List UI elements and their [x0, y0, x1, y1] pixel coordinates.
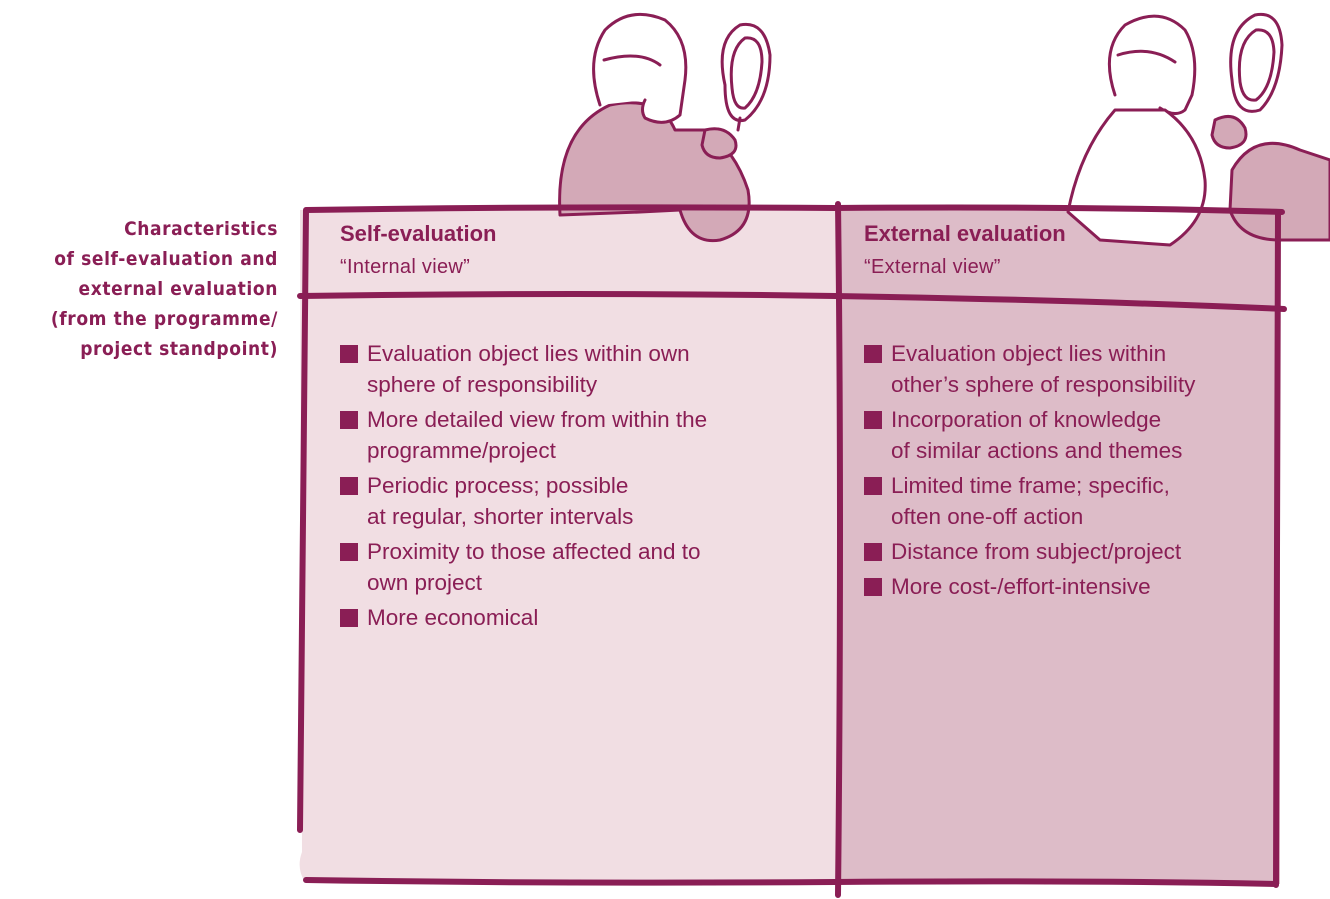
square-bullet-icon — [864, 578, 882, 596]
self-evaluation-header: Self-evaluation “Internal view” — [340, 219, 496, 282]
item-line: at regular, shorter intervals — [367, 504, 634, 529]
square-bullet-icon — [864, 345, 882, 363]
item-line: Limited time frame; specific, — [891, 473, 1170, 498]
item-line: other’s sphere of responsibility — [891, 372, 1196, 397]
external-evaluation-list: Evaluation object lies within other’s sph… — [864, 338, 1284, 606]
list-item: Periodic process; possible at regular, sh… — [340, 470, 820, 532]
square-bullet-icon — [340, 411, 358, 429]
column-subtitle: “External view” — [864, 256, 1001, 278]
item-line: often one-off action — [891, 504, 1084, 529]
item-line: of similar actions and themes — [891, 438, 1183, 463]
square-bullet-icon — [864, 411, 882, 429]
square-bullet-icon — [340, 345, 358, 363]
self-evaluation-list: Evaluation object lies within own sphere … — [340, 338, 820, 637]
list-item: Proximity to those affected and to own pr… — [340, 536, 820, 598]
list-item: Evaluation object lies within other’s sph… — [864, 338, 1284, 400]
column-subtitle: “Internal view” — [340, 256, 471, 278]
list-item: Distance from subject/project — [864, 536, 1284, 567]
item-line: sphere of responsibility — [367, 372, 598, 397]
top-border — [304, 204, 1285, 215]
list-item: Limited time frame; specific, often one-o… — [864, 470, 1284, 532]
list-item: Evaluation object lies within own sphere … — [340, 338, 820, 400]
self-evaluation-panel — [299, 210, 839, 882]
caption-line: (from the programme/ — [50, 308, 278, 330]
square-bullet-icon — [864, 477, 882, 495]
list-item: Incorporation of knowledge of similar act… — [864, 404, 1284, 466]
diagram-caption: Characteristics of self-evaluation and e… — [0, 214, 278, 364]
item-line: programme/project — [367, 438, 556, 463]
item-line: More economical — [367, 605, 539, 630]
column-divider — [835, 201, 843, 898]
item-line: own project — [367, 570, 483, 595]
caption-line: external evaluation — [78, 278, 278, 300]
left-border — [297, 207, 309, 833]
list-item: More economical — [340, 602, 820, 633]
item-line: Evaluation object lies within own — [367, 341, 690, 366]
list-item: More detailed view from within the progra… — [340, 404, 820, 466]
external-evaluation-header: External evaluation “External view” — [864, 219, 1066, 282]
item-line: More detailed view from within the — [367, 407, 708, 432]
external-evaluation-panel — [838, 210, 1280, 884]
list-item: More cost-/effort-intensive — [864, 571, 1284, 602]
square-bullet-icon — [340, 477, 358, 495]
column-title: Self-evaluation — [340, 221, 497, 246]
column-title: External evaluation — [864, 221, 1066, 246]
caption-line: Characteristics — [124, 218, 278, 240]
square-bullet-icon — [340, 543, 358, 561]
square-bullet-icon — [864, 543, 882, 561]
caption-line: of self-evaluation and — [54, 248, 278, 270]
table-frame — [297, 201, 1287, 898]
right-border — [1273, 209, 1281, 888]
header-divider — [297, 291, 1287, 312]
item-line: Proximity to those affected and to — [367, 539, 701, 564]
item-line: Incorporation of knowledge — [891, 407, 1162, 432]
bottom-border — [303, 877, 1279, 887]
item-line: Periodic process; possible — [367, 473, 629, 498]
item-line: Distance from subject/project — [891, 539, 1182, 564]
item-line: More cost-/effort-intensive — [891, 574, 1151, 599]
caption-line: project standpoint) — [80, 338, 278, 360]
square-bullet-icon — [340, 609, 358, 627]
item-line: Evaluation object lies within — [891, 341, 1167, 366]
